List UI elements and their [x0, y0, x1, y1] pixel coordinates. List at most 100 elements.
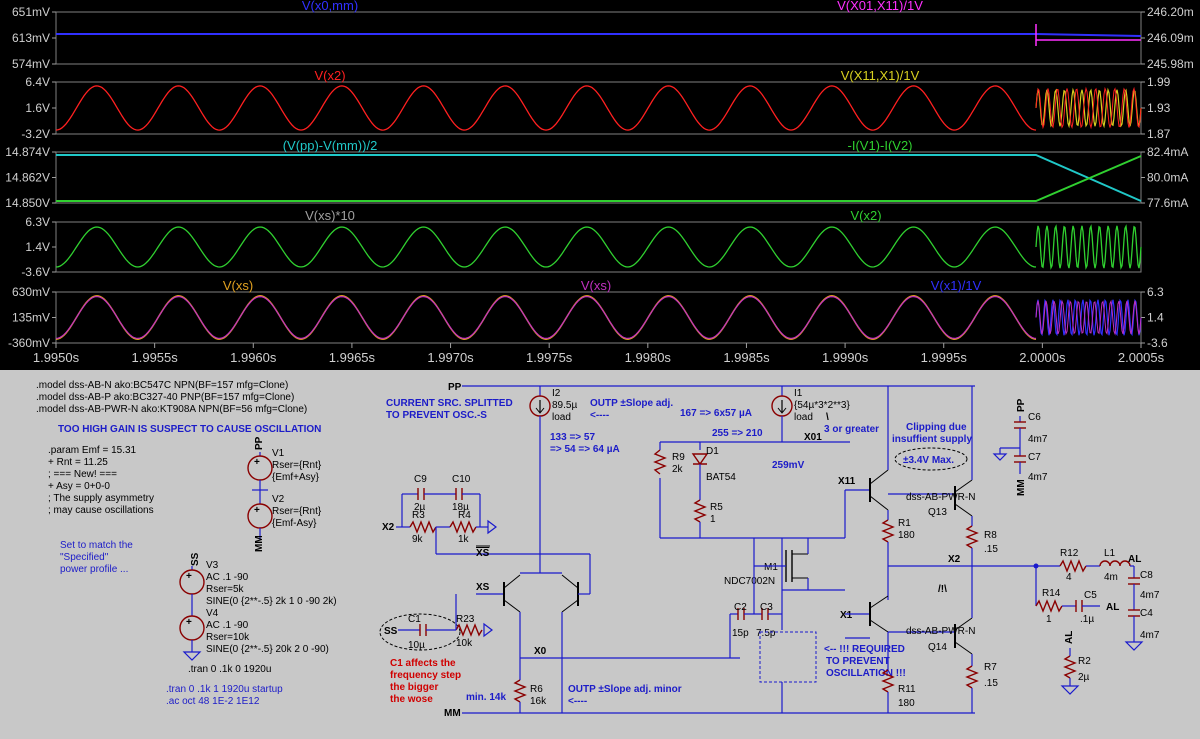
note-line: "Specified"	[60, 552, 109, 563]
component-value: Rser=5k	[206, 584, 245, 595]
mosfet-m1[interactable]: M1 NDC7002N	[724, 550, 808, 587]
x-tick-label: 2.0000s	[1019, 350, 1066, 365]
param-line: ; === New! ===	[48, 469, 117, 480]
component-name: R11	[898, 684, 916, 695]
y2-tick-label: 1.99	[1147, 75, 1171, 89]
net-label-al: AL	[1064, 631, 1075, 644]
resistor-r5[interactable]	[693, 499, 707, 523]
resistor-r6[interactable]	[513, 679, 527, 703]
trace-label[interactable]: V(x2)	[314, 68, 345, 83]
driver-transistor-lower[interactable]	[869, 595, 889, 633]
diode-d1[interactable]	[691, 453, 709, 466]
resistor-r23[interactable]	[455, 623, 483, 637]
ac-directive: .ac oct 48 1E-2 1E12	[166, 696, 260, 707]
param-line: + Rnt = 11.25	[48, 457, 108, 468]
trace-label[interactable]: -I(V1)-I(V2)	[848, 138, 913, 153]
resistor-r14[interactable]	[1035, 599, 1063, 613]
x-tick-label: 1.9950s	[33, 350, 80, 365]
resistor-r7[interactable]	[965, 665, 979, 689]
y-tick-label: 14.862V	[5, 171, 50, 185]
y-tick-label: 630mV	[12, 285, 50, 299]
schematic-editor[interactable]: .model dss-AB-N ako:BC547C NPN(BF=157 mf…	[0, 370, 1200, 739]
component-name: R8	[984, 530, 997, 541]
y-tick-label: 6.3V	[25, 215, 50, 229]
trace-label[interactable]: V(x1)/1V	[931, 278, 982, 293]
current-source-i2[interactable]: I2 89.5µ load	[529, 388, 577, 423]
component-name: R4	[458, 510, 471, 521]
voltage-source-v4[interactable]: + V4 AC .1 -90 Rser=10k SINE(0 {2**-.5} …	[179, 608, 329, 655]
resistor-r11[interactable]	[881, 669, 895, 693]
resistor-r12[interactable]	[1059, 559, 1087, 573]
trace-line	[1035, 24, 1141, 46]
component-name: R1	[898, 518, 911, 529]
note-line: the wose	[390, 694, 433, 705]
note-line: C1 affects the	[390, 658, 456, 669]
y2-tick-label: 246.20m	[1147, 5, 1194, 19]
voltage-source-v1[interactable]: + V1 Rser={Rnt} {Emf+Asy}	[247, 448, 322, 483]
voltage-source-v3[interactable]: + V3 AC .1 -90 Rser=5k SINE(0 {2**-.5} 2…	[179, 560, 337, 607]
component-value: 2µ	[414, 502, 426, 513]
resistor-r1[interactable]	[881, 519, 895, 543]
trace-label[interactable]: (V(pp)-V(mm))/2	[283, 138, 378, 153]
component-value: 4m7	[1140, 630, 1160, 641]
power-transistor-q13[interactable]	[954, 479, 973, 517]
tran-directive: .tran 0 .1k 0 1920u	[188, 664, 271, 675]
resistor-r3[interactable]	[409, 520, 437, 534]
model-label: dss-AB-PWR-N	[906, 626, 975, 637]
net-label-pp: PP	[254, 436, 265, 450]
component-value: .15	[984, 678, 998, 689]
x-tick-label: 2.0005s	[1118, 350, 1165, 365]
trace-label[interactable]: V(X01,X11)/1V	[837, 0, 923, 13]
resistor-r9[interactable]	[653, 449, 667, 475]
pane-frame	[55, 151, 1142, 204]
y2-tick-label: 1.4	[1147, 311, 1164, 325]
component-name: R5	[710, 502, 723, 513]
component-value: Rser=10k	[206, 632, 250, 643]
note-line: TO PREVENT	[826, 656, 890, 667]
driver-transistor-upper[interactable]	[869, 469, 889, 511]
resistor-r2[interactable]	[1063, 655, 1077, 679]
pane-frame	[55, 221, 1142, 273]
net-label-pp: PP	[448, 382, 462, 393]
pane-frame	[55, 81, 1142, 135]
pane-frame	[55, 291, 1142, 344]
current-source-i1[interactable]: I1 {54µ*3*2**3} load	[771, 388, 850, 423]
net-label-xs-bar: XS	[476, 548, 490, 559]
component-name: C5	[1084, 590, 1097, 601]
trace-line	[56, 155, 1142, 202]
trace-label[interactable]: V(xs)	[223, 278, 253, 293]
transistor-pair[interactable]	[503, 574, 579, 613]
component-name: C8	[1140, 570, 1153, 581]
inductor-l1[interactable]	[1099, 560, 1131, 567]
component-name: M1	[764, 562, 778, 573]
x-tick-label: 1.9985s	[723, 350, 770, 365]
trace-label[interactable]: V(xs)*10	[305, 208, 355, 223]
note-line: \	[826, 412, 829, 423]
trace-label[interactable]: V(xs)	[581, 278, 611, 293]
trace-label[interactable]: V(x2)	[850, 208, 881, 223]
component-value: SINE(0 {2**-.5} 20k 2 0 -90)	[206, 644, 329, 655]
param-line: .param Emf = 15.31	[48, 445, 137, 456]
trace-label[interactable]: V(X11,X1)/1V	[841, 68, 920, 83]
trace-label[interactable]: V(x0,mm)	[302, 0, 358, 13]
component-value: 15p	[732, 628, 749, 639]
y-tick-label: 14.874V	[5, 145, 50, 159]
note-line: 255 => 210	[712, 428, 763, 439]
y-tick-label: 14.850V	[5, 196, 50, 210]
voltage-source-v2[interactable]: + V2 Rser={Rnt} {Emf-Asy}	[247, 494, 322, 529]
resistor-r4[interactable]	[449, 520, 477, 534]
resistor-r8[interactable]	[965, 525, 979, 549]
net-label-mm: MM	[444, 708, 461, 719]
component-value: .15	[984, 544, 998, 555]
y2-tick-label: 77.6mA	[1147, 196, 1188, 210]
component-value: 4m	[1104, 572, 1118, 583]
component-name: V2	[272, 494, 285, 505]
power-transistor-q14[interactable]	[954, 617, 973, 655]
component-value: Rser={Rnt}	[272, 460, 322, 471]
